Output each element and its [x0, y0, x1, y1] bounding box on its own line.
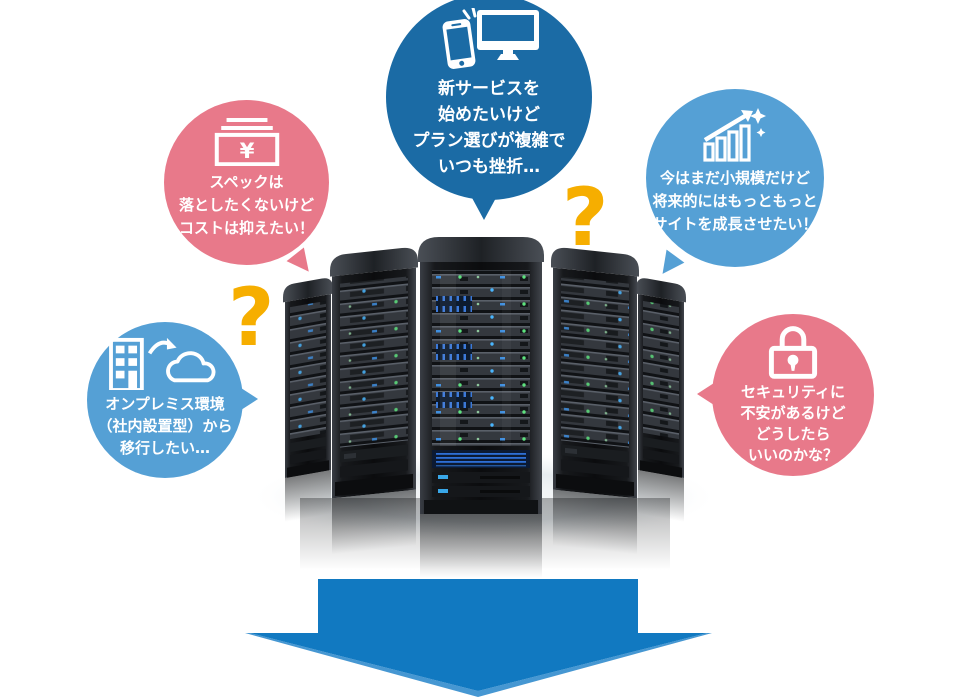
question-mark: ? [228, 271, 275, 364]
bubble-new-service: 新サービスを 始めたいけど プラン選びが複雑で いつも挫折… [386, 0, 592, 220]
server-rack [551, 247, 639, 555]
bubble-cost: ¥ スペックは 落としたくないけど コストは抑えたい！ [164, 100, 329, 279]
rising-bar-chart-icon [703, 108, 766, 162]
bubble-text: オンプレミス環境 （社内設置型）から 移行したい… [97, 395, 233, 457]
bubble-tail [241, 388, 258, 410]
server-rack [330, 247, 418, 555]
smartphone-and-monitor-icon [442, 8, 539, 69]
yen-banknotes-icon: ¥ [214, 118, 279, 166]
server-rack [636, 278, 686, 523]
bubble-text: スペックは 落としたくないけど コストは抑えたい！ [178, 173, 314, 237]
bubble-text: 新サービスを 始めたいけど プラン選びが複雑で いつも挫折… [412, 79, 566, 177]
bubble-tail [697, 383, 714, 405]
bubble-text: 今はまだ小規模だけど 将来的にはもっともっと サイトを成長させたい！ [652, 169, 818, 233]
bubble-text: セキュリティに 不安があるけど どうしたら いいのかな？ [740, 383, 846, 464]
down-arrow [245, 579, 712, 697]
server-rack-center [418, 237, 544, 578]
server-rack [283, 278, 333, 523]
padlock-icon [768, 326, 818, 379]
bubble-growth: 今はまだ小規模だけど 将来的にはもっともっと サイトを成長させたい！ [646, 89, 824, 281]
bubble-security: セキュリティに 不安があるけど どうしたら いいのかな？ [697, 314, 874, 476]
svg-text:¥: ¥ [239, 139, 254, 164]
bubble-tail [471, 196, 497, 220]
office-to-cloud-icon [109, 337, 216, 390]
question-mark: ? [562, 171, 609, 264]
bubble-migration: オンプレミス環境 （社内設置型）から 移行したい… [87, 322, 258, 478]
